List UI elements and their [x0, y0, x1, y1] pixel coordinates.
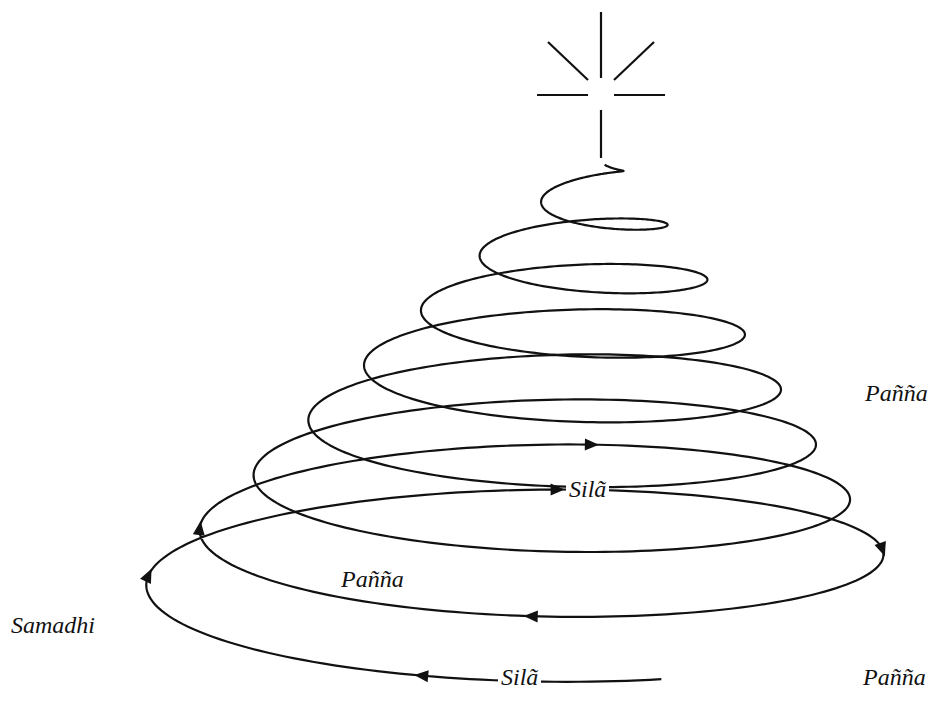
stage-label: Pañña — [862, 380, 931, 408]
stage-label: Pañña — [860, 664, 929, 692]
arrowhead — [585, 439, 599, 451]
arrowhead — [524, 610, 538, 622]
stage-label: Pañña — [338, 566, 407, 594]
arrowhead — [551, 484, 565, 496]
stage-label: Samadhi — [8, 612, 98, 640]
arrowhead — [193, 521, 205, 536]
arrowhead — [414, 670, 428, 682]
stage-label: Silã — [566, 476, 609, 504]
arrowheads — [140, 439, 886, 683]
arrowhead — [875, 541, 886, 556]
stage-label: Silã — [498, 664, 541, 692]
star-symbol — [537, 12, 665, 158]
arrowhead — [140, 569, 151, 584]
spiral-line — [146, 165, 883, 682]
